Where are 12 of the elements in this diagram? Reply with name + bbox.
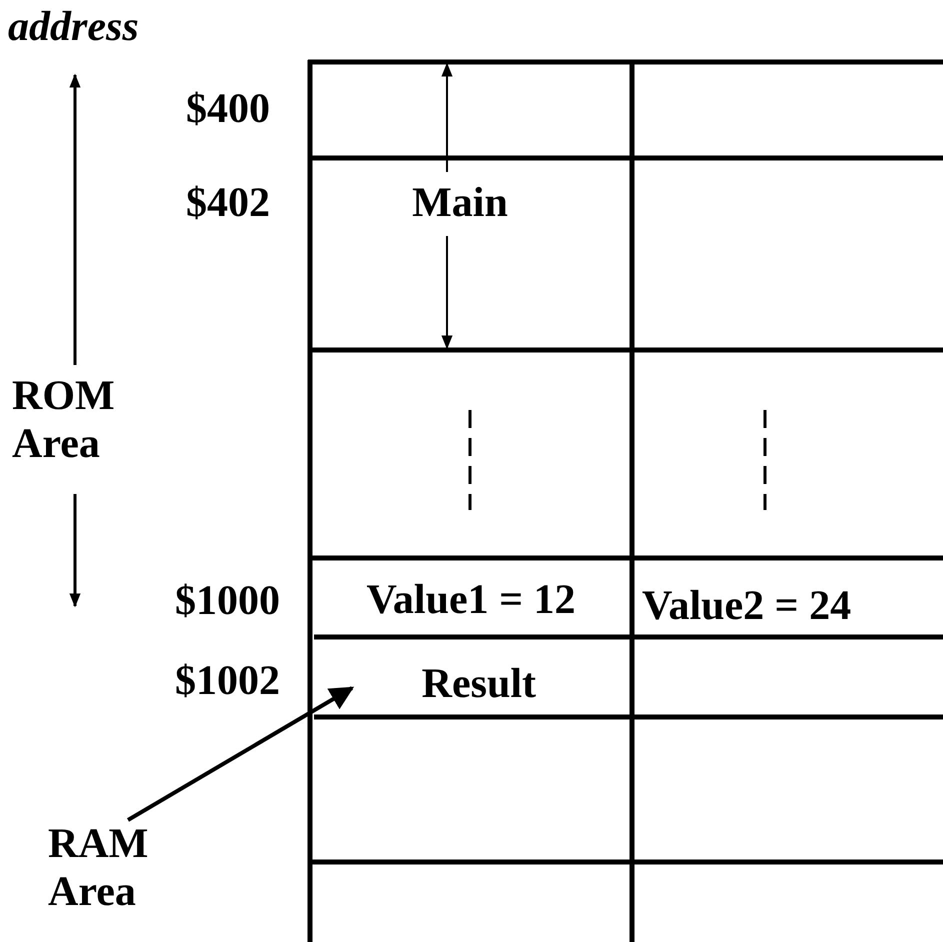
- text-label: $400: [185, 86, 270, 132]
- memory-value: Value2 = 24: [638, 578, 938, 634]
- text-label: ROM Area: [12, 372, 116, 469]
- text-label: Main: [411, 180, 509, 226]
- text-label: $402: [185, 180, 270, 226]
- memory-value: Result: [352, 658, 552, 710]
- text-label: $1000: [174, 578, 280, 624]
- text-label: address: [8, 4, 140, 50]
- text-label: $1002: [174, 658, 280, 704]
- area-label: RAM Area: [40, 820, 200, 930]
- arrow: [126, 686, 354, 822]
- memory-value: Value1 = 12: [316, 572, 626, 628]
